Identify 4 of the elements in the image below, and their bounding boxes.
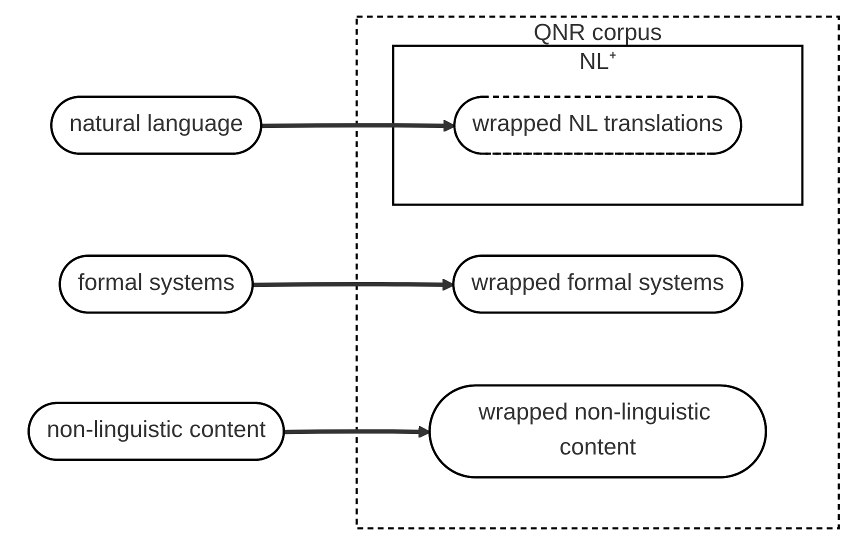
arrow: [262, 119, 456, 132]
arrow: [253, 278, 454, 292]
cluster: [392, 44, 804, 206]
cluster: [355, 16, 840, 530]
